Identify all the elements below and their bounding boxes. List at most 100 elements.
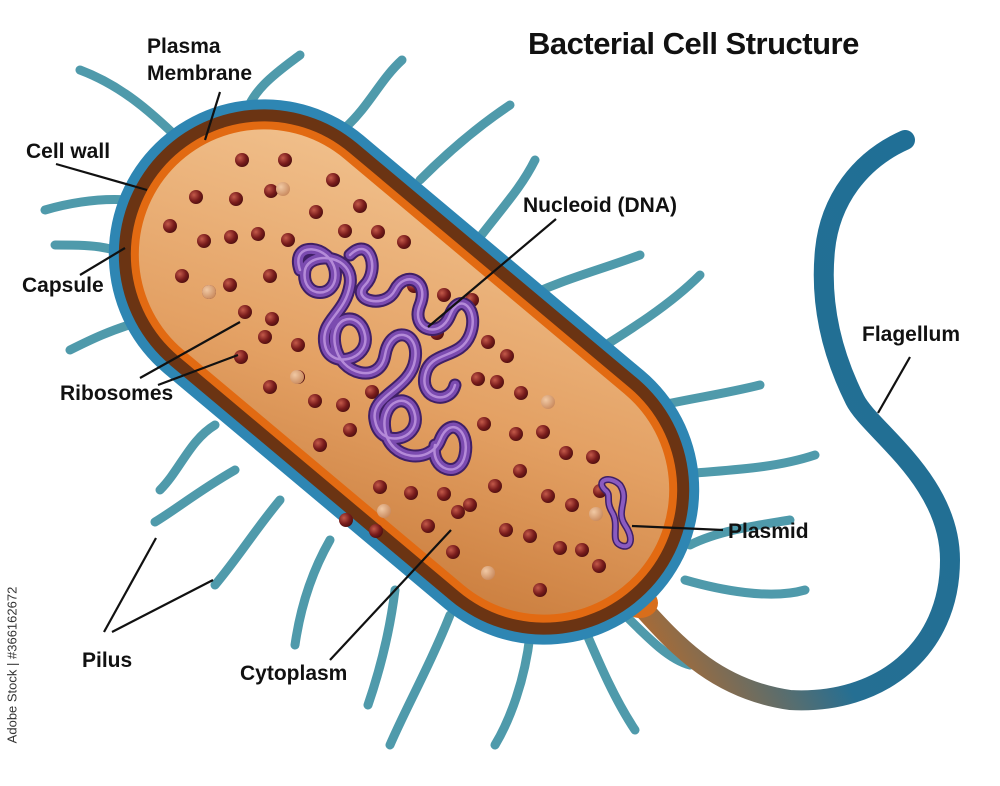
ribosome — [163, 219, 177, 233]
ribosome — [481, 335, 495, 349]
ribosome — [353, 199, 367, 213]
ribosome — [308, 394, 322, 408]
ribosome — [437, 487, 451, 501]
ribosome — [223, 278, 237, 292]
label-plasma-membrane: Plasma Membrane — [147, 33, 252, 87]
ribosome — [559, 446, 573, 460]
ribosome — [477, 417, 491, 431]
ribosome — [471, 372, 485, 386]
ribosome — [463, 498, 477, 512]
ribosome — [553, 541, 567, 555]
ribosome — [251, 227, 265, 241]
ribosome-light — [377, 504, 391, 518]
ribosome — [437, 288, 451, 302]
ribosome — [309, 205, 323, 219]
label-plasma-membrane-line2: Membrane — [147, 62, 253, 85]
ribosome — [451, 505, 465, 519]
label-pilus: Pilus — [82, 649, 133, 672]
ribosome — [281, 233, 295, 247]
watermark-text: Adobe Stock | #366162672 — [4, 586, 20, 744]
pilus — [685, 515, 795, 550]
pilus — [580, 625, 640, 735]
ribosome — [338, 224, 352, 238]
ribosome — [326, 173, 340, 187]
pilus — [210, 495, 285, 590]
flagellum-leader — [877, 356, 911, 414]
ribosome — [238, 305, 252, 319]
pilus — [340, 55, 407, 133]
ribosome — [371, 225, 385, 239]
ribosome — [373, 480, 387, 494]
ribosome — [263, 269, 277, 283]
ribosome — [565, 498, 579, 512]
ribosome — [234, 350, 248, 364]
pilus — [680, 575, 810, 599]
stock-watermark: Adobe Stock | #366162672 — [3, 550, 21, 780]
capsule-leader — [79, 247, 126, 276]
plasma-membrane-leader — [203, 91, 222, 141]
ribosome — [313, 438, 327, 452]
flagellum — [630, 130, 961, 711]
ribosome — [513, 464, 527, 478]
ribosome — [586, 450, 600, 464]
ribosome — [541, 489, 555, 503]
ribosome — [369, 524, 383, 538]
ribosome-light — [589, 507, 603, 521]
pilus — [490, 630, 535, 750]
ribosome — [291, 338, 305, 352]
ribosome — [365, 385, 379, 399]
label-cytoplasm: Cytoplasm — [240, 662, 348, 685]
ribosomes-leader-b — [157, 353, 239, 387]
nucleoid-leader — [427, 218, 557, 328]
label-flagellum: Flagellum — [862, 323, 961, 346]
ribosome — [263, 380, 277, 394]
ribosome — [339, 513, 353, 527]
ribosome — [523, 529, 537, 543]
pilus — [150, 465, 240, 527]
ribosome — [488, 479, 502, 493]
plasmid-leader — [631, 524, 724, 532]
pilus-leader-b — [111, 579, 214, 633]
pilus — [290, 535, 335, 650]
ribosome — [575, 543, 589, 557]
diagram-title: Bacterial Cell Structure — [528, 26, 859, 61]
ribosome — [224, 230, 238, 244]
ribosome — [197, 234, 211, 248]
ribosome-group — [163, 153, 607, 597]
label-plasmid: Plasmid — [728, 520, 809, 543]
ribosome — [499, 523, 513, 537]
ribosome — [514, 386, 528, 400]
nucleoid-dna — [291, 242, 480, 476]
ribosome — [490, 375, 504, 389]
ribosome — [278, 153, 292, 167]
pilus — [155, 420, 220, 495]
label-nucleoid: Nucleoid (DNA) — [523, 194, 677, 217]
ribosome — [235, 153, 249, 167]
ribosome — [189, 190, 203, 204]
ribosome — [536, 425, 550, 439]
ribosome — [404, 486, 418, 500]
cytoplasm-leader — [329, 529, 452, 661]
ribosome-light — [290, 370, 304, 384]
label-capsule: Capsule — [22, 274, 104, 297]
ribosome — [500, 349, 514, 363]
ribosome — [397, 235, 411, 249]
dna-strand-highlight — [297, 247, 474, 471]
plasmid-loop — [598, 476, 634, 550]
ribosome — [229, 192, 243, 206]
cell-wall-leader — [55, 162, 148, 192]
ribosome — [509, 427, 523, 441]
pilus — [385, 610, 455, 750]
ribosome-light — [541, 395, 555, 409]
ribosome — [421, 519, 435, 533]
pilus-leader-a — [103, 537, 157, 633]
pilus — [363, 585, 400, 710]
ribosome — [446, 545, 460, 559]
ribosome-light — [481, 566, 495, 580]
pilus — [620, 610, 695, 670]
ribosome — [592, 559, 606, 573]
ribosome — [175, 269, 189, 283]
ribosome-light — [276, 182, 290, 196]
